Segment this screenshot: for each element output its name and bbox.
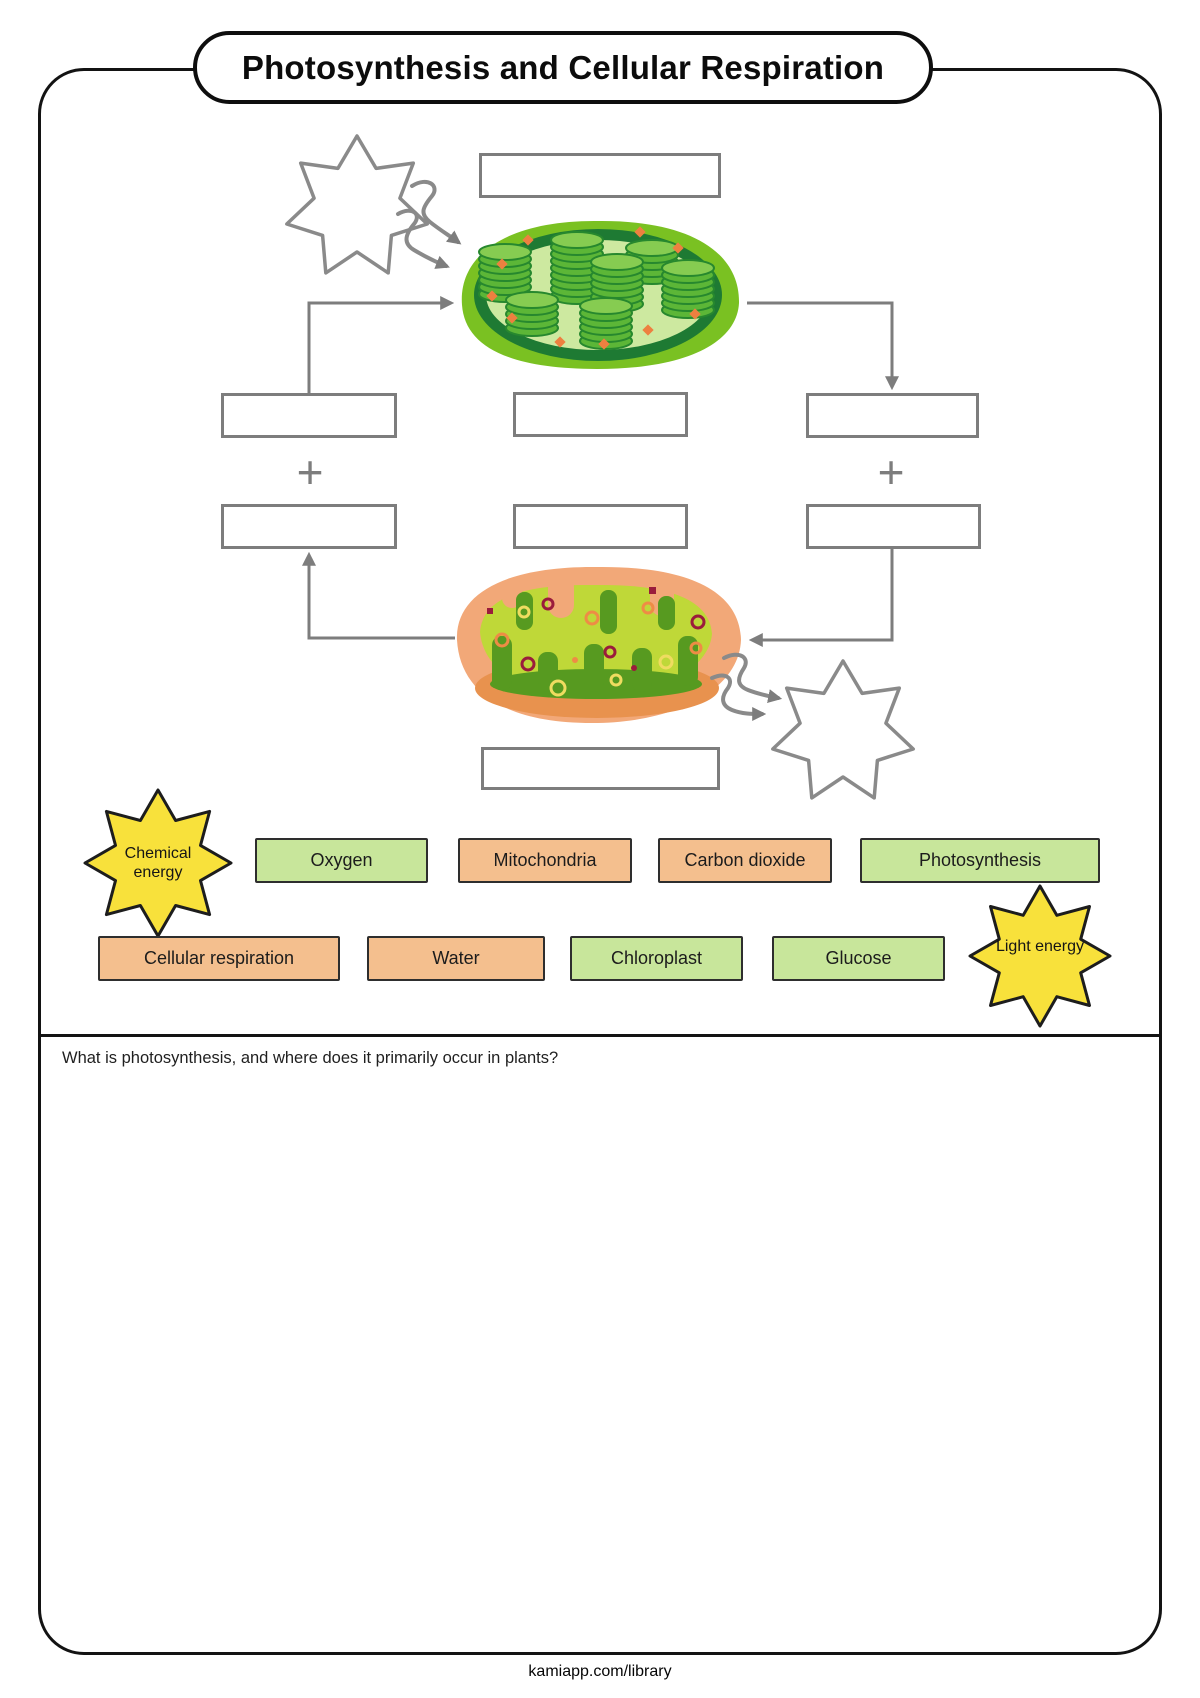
word-bank-chip-mitochondria[interactable]: Mitochondria	[458, 838, 632, 883]
word-bank-chip-glucose[interactable]: Glucose	[772, 936, 945, 981]
answer-box-middle-bottom[interactable]	[513, 504, 688, 549]
word-bank-chip-cellular-respiration[interactable]: Cellular respiration	[98, 936, 340, 981]
word-bank-chip-water[interactable]: Water	[367, 936, 545, 981]
word-bank-star-light-energy[interactable]: Light energy	[995, 938, 1085, 955]
word-bank-star-chemical-energy[interactable]: Chemical energy	[124, 845, 192, 882]
title-pill: Photosynthesis and Cellular Respiration	[193, 31, 933, 104]
answer-box-right-top[interactable]	[806, 393, 979, 438]
answer-box-left-bottom[interactable]	[221, 504, 397, 549]
page-title: Photosynthesis and Cellular Respiration	[241, 48, 885, 86]
answer-box-top[interactable]	[479, 153, 721, 198]
word-bank-chip-oxygen[interactable]: Oxygen	[255, 838, 428, 883]
plus-sign-left: +	[296, 446, 324, 498]
footer: kamiapp.com/library	[0, 1663, 1200, 1681]
word-bank-chip-photosynthesis[interactable]: Photosynthesis	[860, 838, 1100, 883]
footer-link[interactable]: kamiapp.com/library	[528, 1663, 672, 1680]
answer-area[interactable]	[45, 1085, 1155, 1645]
word-bank-chip-chloroplast[interactable]: Chloroplast	[570, 936, 743, 981]
question-text: What is photosynthesis, and where does i…	[62, 1049, 559, 1067]
section-divider	[41, 1034, 1159, 1037]
word-bank-chip-carbon-dioxide[interactable]: Carbon dioxide	[658, 838, 832, 883]
answer-box-middle-top[interactable]	[513, 392, 688, 437]
answer-box-left-top[interactable]	[221, 393, 397, 438]
answer-box-right-bottom[interactable]	[806, 504, 981, 549]
answer-box-bottom[interactable]	[481, 747, 720, 790]
plus-sign-right: +	[877, 446, 905, 498]
